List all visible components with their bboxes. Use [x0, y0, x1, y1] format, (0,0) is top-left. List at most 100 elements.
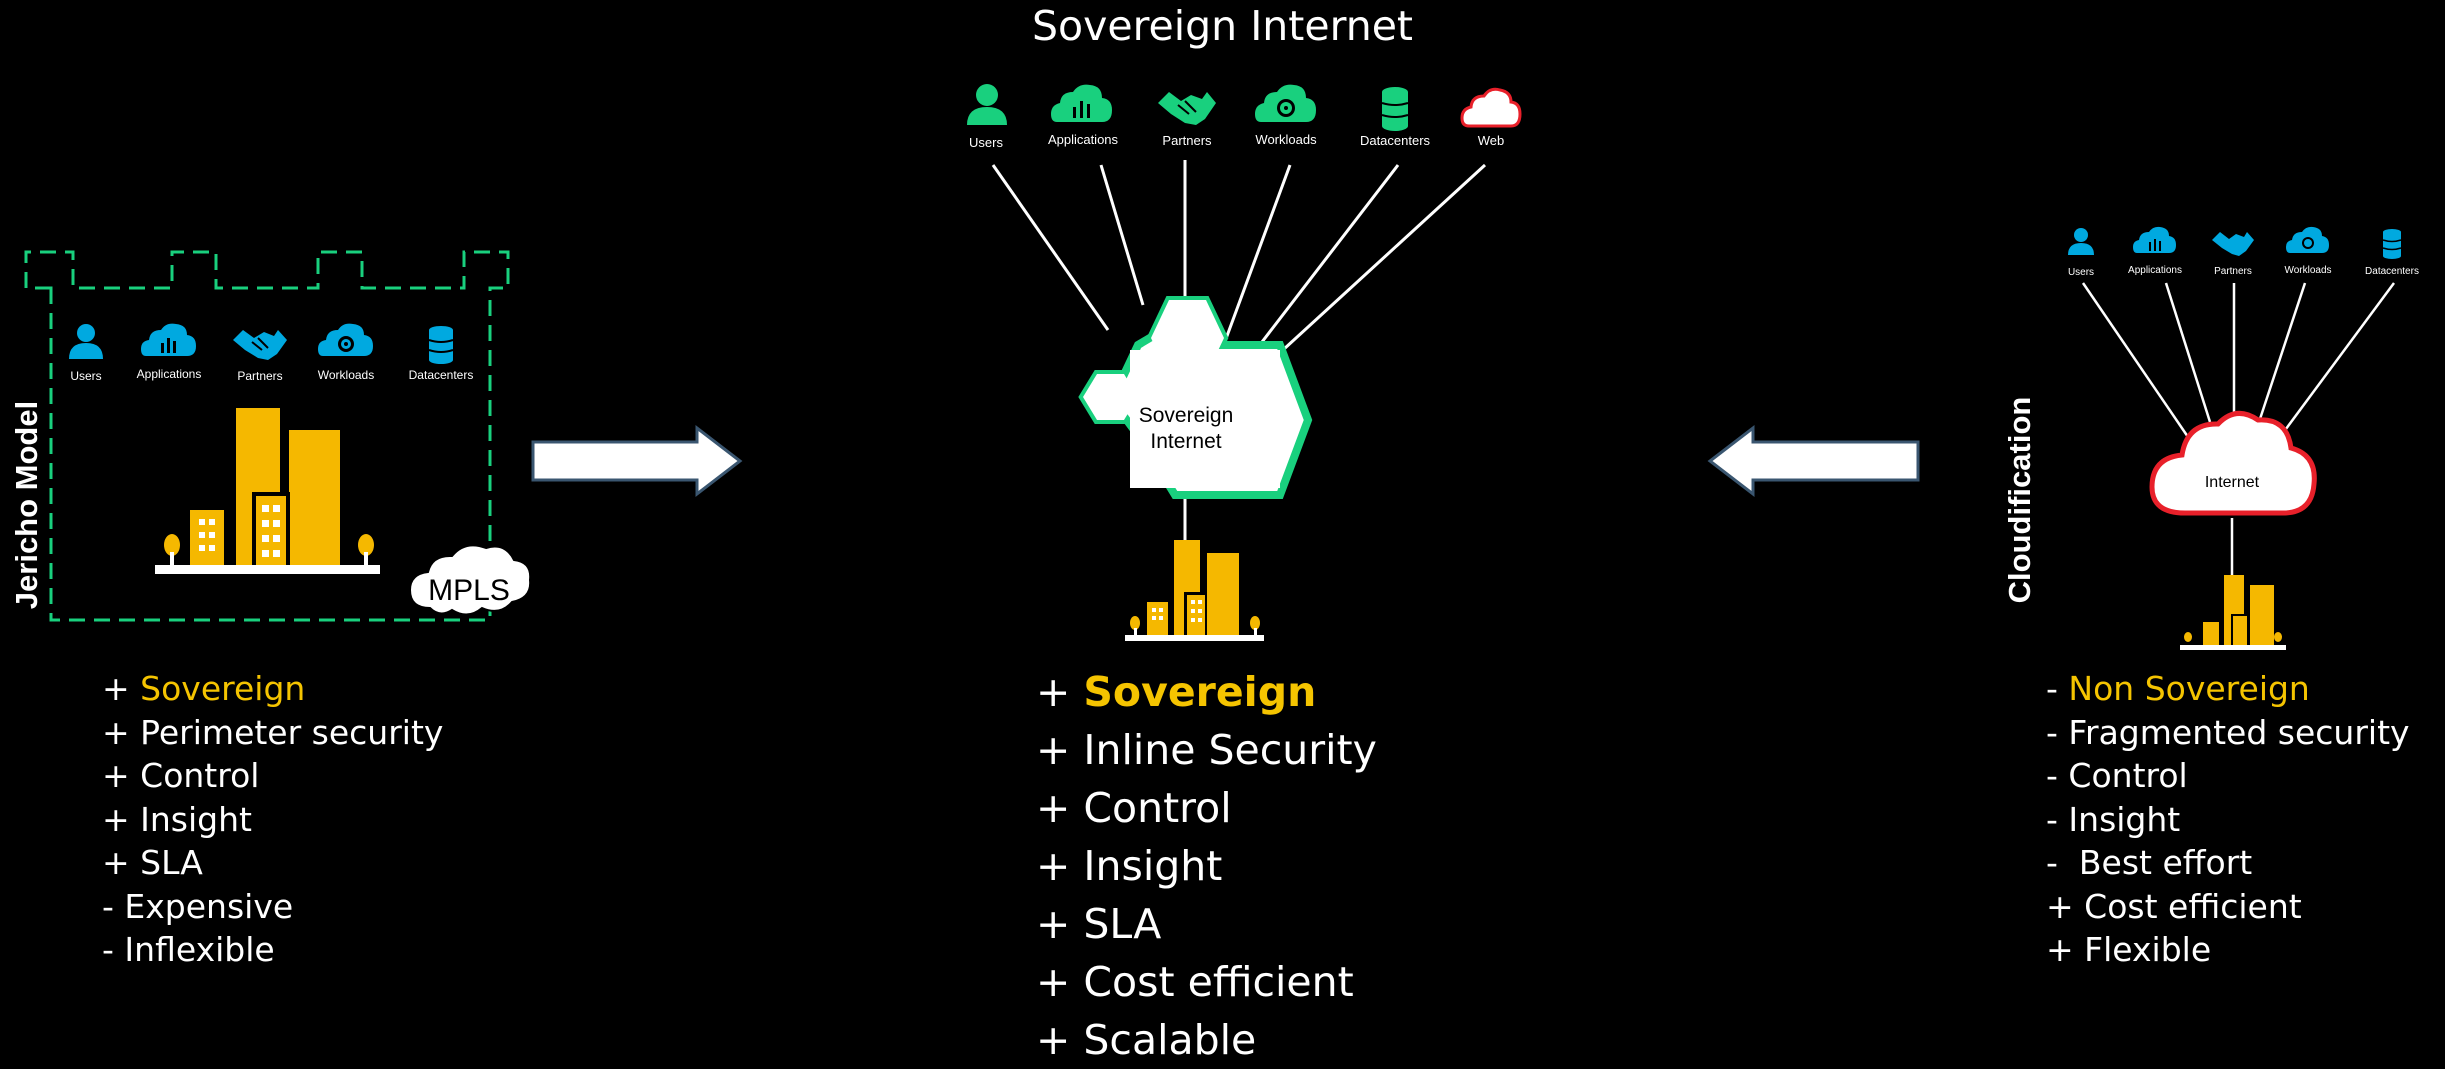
- point-sign: +: [2046, 886, 2074, 926]
- point-sign: -: [2046, 669, 2058, 708]
- partners-icon: [233, 330, 287, 360]
- point-item: + Flexible: [2046, 928, 2410, 972]
- point-sign: -: [2046, 756, 2058, 795]
- point-sign: +: [102, 756, 130, 795]
- point-item: + Perimeter security: [102, 711, 443, 755]
- point-sign: +: [102, 712, 130, 752]
- enterprise-building-icon: [2180, 575, 2286, 650]
- center-connection-lines: [991, 160, 1487, 540]
- right-icon-row: [2068, 226, 2402, 259]
- jericho-model-points: + Sovereign+ Perimeter security+ Control…: [102, 667, 443, 972]
- point-sign: -: [2046, 712, 2058, 752]
- hub-label-line1: Sovereign: [1139, 404, 1234, 427]
- point-sign: +: [1036, 958, 1071, 1006]
- point-text: SLA: [140, 843, 203, 882]
- center-icon-row: [967, 84, 1522, 131]
- left-icon-row: [69, 323, 454, 364]
- point-item: + Insight: [1036, 837, 1377, 895]
- hub-label-line2: Internet: [1150, 430, 1221, 453]
- icon-label: Datacenters: [2365, 266, 2419, 277]
- point-text: Flexible: [2084, 930, 2212, 969]
- point-text: Fragmented security: [2068, 712, 2410, 752]
- point-item: - Best effort: [2046, 841, 2410, 885]
- point-item: + Inline Security: [1036, 721, 1377, 779]
- icon-label: Applications: [2128, 265, 2182, 276]
- perimeter-wall: [24, 250, 510, 622]
- internet-cloud-icon: Internet: [2149, 411, 2317, 516]
- mpls-cloud-icon: MPLS: [408, 544, 532, 616]
- point-sign: -: [2046, 799, 2058, 839]
- datacenters-icon: [428, 326, 454, 364]
- point-item: - Fragmented security: [2046, 711, 2410, 755]
- point-sign: +: [1036, 900, 1071, 948]
- point-sign: -: [102, 930, 114, 969]
- icon-label: Datacenters: [1360, 133, 1431, 148]
- partners-icon: [2212, 232, 2254, 256]
- icon-label: Workloads: [1255, 132, 1317, 147]
- jericho-model-section: Jericho Model: [9, 250, 532, 622]
- point-text: Control: [2068, 756, 2188, 795]
- point-item: + Cost efficient: [2046, 885, 2410, 929]
- point-text: Non Sovereign: [2068, 669, 2310, 708]
- center-icon-labels: Users Applications Partners Workloads Da…: [969, 132, 1504, 150]
- point-item: + Cost efficient: [1036, 953, 1377, 1011]
- point-sign: +: [102, 669, 130, 708]
- mpls-label: MPLS: [428, 574, 510, 607]
- point-item: + Control: [1036, 779, 1377, 837]
- point-item: - Control: [2046, 754, 2410, 798]
- icon-label: Partners: [1162, 133, 1212, 148]
- workloads-icon: [1255, 84, 1316, 122]
- icon-label: Partners: [2214, 266, 2252, 277]
- workloads-icon: [318, 323, 373, 356]
- icon-label: Applications: [137, 367, 202, 381]
- icon-label: Users: [70, 369, 101, 383]
- point-text: Cost efficient: [2084, 886, 2302, 926]
- point-text: SLA: [1083, 900, 1162, 948]
- icon-label: Partners: [237, 369, 282, 383]
- point-sign: +: [1036, 726, 1071, 774]
- icon-label: Web: [1478, 133, 1505, 148]
- users-icon: [967, 84, 1007, 125]
- web-icon: [1460, 87, 1522, 128]
- point-text: Perimeter security: [140, 712, 444, 752]
- point-item: + Scalable: [1036, 1011, 1377, 1069]
- page-title: Sovereign Internet: [1031, 2, 1413, 50]
- point-item: - Insight: [2046, 798, 2410, 842]
- datacenters-icon: [2382, 229, 2402, 259]
- point-sign: +: [1036, 784, 1071, 832]
- point-item: - Inflexible: [102, 928, 443, 972]
- point-text: Inflexible: [124, 930, 275, 969]
- right-arrow-icon: [531, 424, 743, 498]
- icon-label: Workloads: [318, 368, 374, 382]
- point-text: Sovereign: [140, 669, 306, 708]
- point-sign: -: [2046, 843, 2058, 882]
- datacenters-icon: [1381, 87, 1409, 131]
- point-text: Insight: [140, 799, 252, 839]
- point-sign: +: [102, 799, 130, 839]
- left-icon-labels: Users Applications Partners Workloads Da…: [70, 367, 473, 383]
- icon-label: Workloads: [2284, 265, 2331, 276]
- left-arrow-icon: [1707, 424, 1920, 498]
- point-item: + Control: [102, 754, 443, 798]
- point-text: Best effort: [2068, 843, 2253, 882]
- cloudification-label: Cloudification: [2002, 397, 2037, 604]
- point-item: + SLA: [102, 841, 443, 885]
- applications-icon: [141, 323, 196, 356]
- cloudification-points: - Non Sovereign- Fragmented security- Co…: [2046, 667, 2410, 972]
- point-text: Scalable: [1083, 1016, 1257, 1064]
- right-connection-lines: [2081, 282, 2396, 575]
- sovereign-internet-section: Sovereign Internet: [967, 84, 1522, 641]
- workloads-icon: [2286, 226, 2329, 253]
- point-item: - Expensive: [102, 885, 443, 929]
- icon-label: Applications: [1048, 132, 1119, 147]
- right-icon-labels: Users Applications Partners Workloads Da…: [2068, 265, 2419, 278]
- sovereign-internet-points: + Sovereign+ Inline Security+ Control+ I…: [1036, 663, 1377, 1069]
- enterprise-building-icon: [1125, 540, 1264, 641]
- point-sign: +: [102, 843, 130, 882]
- users-icon: [69, 324, 103, 359]
- point-text: Control: [140, 756, 260, 795]
- point-item: + Sovereign: [1036, 663, 1377, 721]
- point-text: Control: [1083, 784, 1232, 832]
